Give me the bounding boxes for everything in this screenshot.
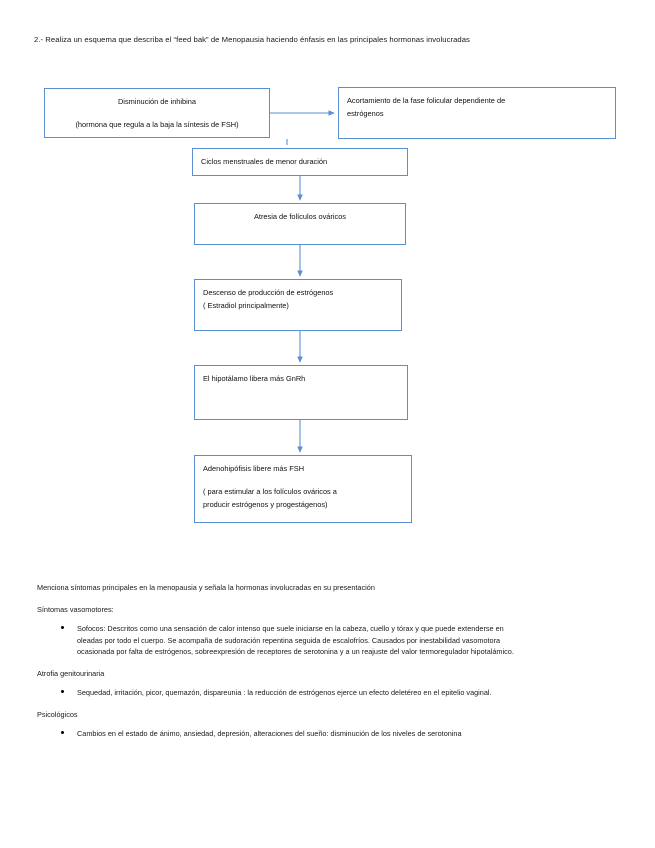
section-heading-psicologicos: Psicológicos	[37, 709, 78, 719]
question-heading: 2.- Realiza un esquema que describa el “…	[34, 35, 470, 44]
bullet-psicologicos-line1: Cambios en el estado de ánimo, ansiedad,…	[77, 729, 462, 738]
flowchart-box-ciclos: Ciclos menstruales de menor duración	[192, 148, 408, 176]
list-item: Sequedad, irritación, picor, quemazón, d…	[37, 687, 637, 699]
bullet-dot-icon	[61, 626, 64, 629]
flowchart-box-descenso: Descenso de producción de estrógenos ( E…	[194, 279, 402, 331]
box-inhibina-line2: (hormona que regula a la baja la síntesi…	[75, 120, 239, 129]
box-ciclos-line1: Ciclos menstruales de menor duración	[201, 157, 328, 166]
symptoms-intro: Menciona síntomas principales en la meno…	[37, 583, 375, 592]
feedback-flowchart: Disminución de inhibina (hormona que reg…	[44, 87, 616, 523]
bullet-atrofia-line1: Sequedad, irritación, picor, quemazón, d…	[77, 688, 492, 697]
list-item: Cambios en el estado de ánimo, ansiedad,…	[37, 728, 637, 740]
box-descenso-line2: ( Estradiol principalmente)	[203, 301, 289, 310]
box-adenohipofisis-line3: producir estrógenos y progestágenos)	[203, 500, 328, 509]
flowchart-box-adenohipofisis: Adenohipófisis libere más FSH ( para est…	[194, 455, 412, 523]
box-acortamiento-line2: estrógenos	[347, 109, 384, 118]
box-inhibina-line1: Disminución de inhibina	[117, 97, 197, 106]
flowchart-box-acortamiento: Acortamiento de la fase folicular depend…	[338, 87, 616, 139]
section-heading-atrofia: Atrofia genitourinaria	[37, 668, 105, 678]
flowchart-box-atresia: Atresia de folículos ováricos	[194, 203, 406, 245]
box-descenso-line1: Descenso de producción de estrógenos	[203, 288, 334, 297]
list-item: Sofocos: Descritos como una sensación de…	[37, 623, 637, 658]
section-heading-vasomotores: Síntomas vasomotores:	[37, 604, 114, 614]
box-adenohipofisis-line2: ( para estimular a los folículos ovárico…	[203, 487, 337, 496]
box-acortamiento-line1: Acortamiento de la fase folicular depend…	[347, 96, 506, 105]
box-adenohipofisis-line1: Adenohipófisis libere más FSH	[203, 464, 305, 473]
bullet-vasomotores-line1: Sofocos: Descritos como una sensación de…	[77, 624, 504, 633]
bullet-dot-icon	[61, 690, 64, 693]
flowchart-box-hipotalamo: El hipotálamo libera más GnRh	[194, 365, 408, 420]
box-hipotalamo-line1: El hipotálamo libera más GnRh	[203, 374, 306, 383]
bullet-vasomotores-line2: oleadas por todo el cuerpo. Se acompaña …	[77, 635, 501, 645]
bullet-dot-icon	[61, 731, 64, 734]
box-atresia-line1: Atresia de folículos ováricos	[253, 212, 346, 221]
symptoms-section: Menciona síntomas principales en la meno…	[37, 583, 637, 751]
bullet-vasomotores-line3: ocasionada por falta de estrógenos, sobr…	[77, 647, 514, 656]
flowchart-box-inhibina: Disminución de inhibina (hormona que reg…	[44, 88, 270, 138]
